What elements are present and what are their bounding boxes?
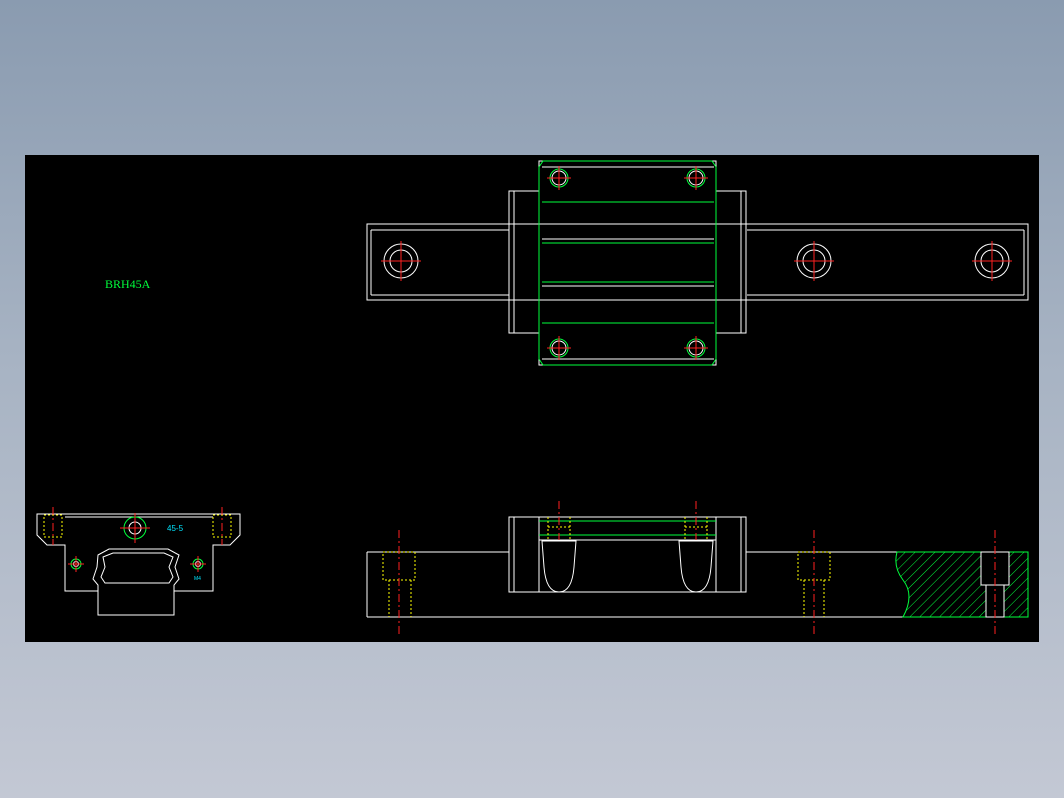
- end-view-thread-label: M4: [194, 576, 201, 582]
- carriage-block-front-view: [538, 516, 717, 593]
- end-seals-top-view: [508, 190, 747, 334]
- drawing-canvas[interactable]: BRH45A 45-5 M4: [25, 155, 1039, 642]
- carriage-holes-top-view: [547, 166, 708, 360]
- end-view-holes: [68, 513, 206, 572]
- section-hatch: [895, 551, 1029, 618]
- end-seals-front-view: [508, 516, 747, 593]
- front-view-centerlines: [398, 501, 996, 637]
- carriage-block-top-view: [538, 160, 717, 366]
- rail-hidden-holes-front-view: [382, 551, 831, 617]
- cad-drawing[interactable]: [25, 155, 1039, 642]
- rail-top-view: [366, 223, 1029, 301]
- front-view: [366, 501, 1029, 637]
- end-view-centerlines: [52, 507, 223, 545]
- top-view: [366, 160, 1029, 366]
- rail-profile: [92, 548, 180, 616]
- end-view-dimension-label: 45-5: [167, 524, 184, 533]
- carriage-profile: [36, 513, 241, 616]
- rail-holes-top-view: [381, 241, 1012, 281]
- end-view: [36, 507, 241, 616]
- part-number-label: BRH45A: [105, 277, 151, 291]
